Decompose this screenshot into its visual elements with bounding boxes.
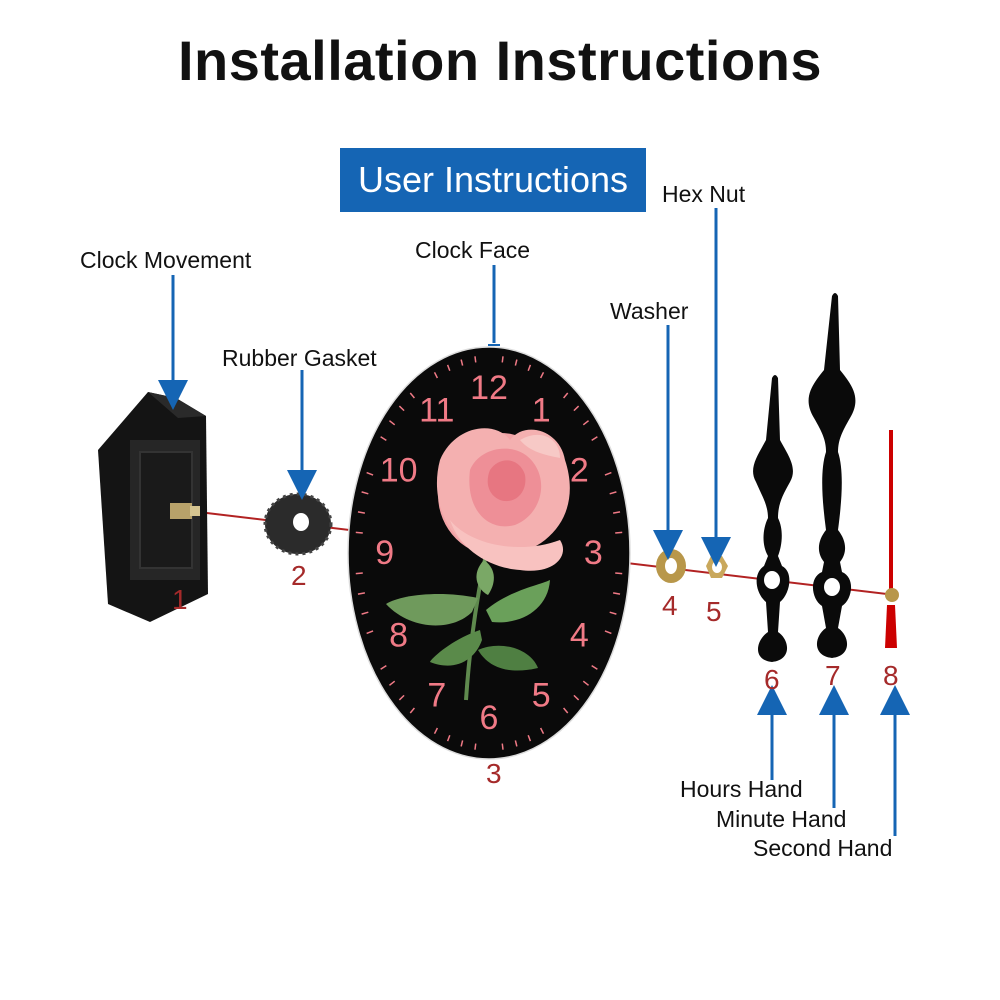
dial-tick	[366, 471, 374, 476]
dial-tick	[446, 734, 451, 742]
second-hand-label: Second Hand	[753, 835, 893, 861]
part-number-4: 4	[662, 590, 678, 621]
dial-numeral: 11	[419, 391, 454, 429]
dial-numeral: 5	[532, 677, 551, 715]
dial-tick	[609, 491, 617, 495]
hours-hand-label: Hours Hand	[680, 776, 803, 802]
dial-tick	[380, 436, 387, 442]
dial-numeral: 12	[470, 369, 508, 407]
dial-tick	[355, 531, 363, 534]
dial-tick	[539, 371, 545, 379]
dial-tick	[357, 511, 366, 514]
dial-tick	[474, 743, 477, 750]
dial-tick	[591, 664, 598, 670]
dial-tick	[514, 359, 518, 366]
clock-face-label: Clock Face	[415, 237, 531, 263]
dial-tick	[460, 740, 464, 747]
dial-tick	[609, 611, 617, 615]
dial-tick	[433, 727, 439, 735]
part-number-3: 3	[486, 758, 502, 789]
dial-tick	[474, 356, 477, 363]
dial-tick	[514, 740, 518, 747]
dial-numeral: 1	[532, 391, 551, 429]
dial-tick	[615, 531, 623, 534]
part-number-6: 6	[764, 664, 780, 695]
clock-movement-label: Clock Movement	[80, 247, 252, 273]
dial-tick	[527, 734, 532, 742]
dial-tick	[604, 471, 612, 476]
dial-tick	[380, 664, 387, 670]
dial-tick	[612, 592, 621, 595]
dial-tick	[357, 592, 366, 595]
washer-label: Washer	[610, 298, 689, 324]
dial-tick	[539, 727, 545, 735]
part-number-7: 7	[825, 660, 841, 691]
dial-numeral: 3	[584, 534, 603, 572]
minute-hand-label: Minute Hand	[716, 806, 847, 832]
dial-tick	[388, 420, 396, 426]
dial-tick	[409, 392, 415, 399]
hours-hand-part	[753, 375, 793, 662]
dial-numeral: 4	[570, 616, 589, 654]
dial-tick	[361, 491, 369, 495]
dial-tick	[433, 371, 439, 379]
dial-numeral: 2	[570, 452, 589, 490]
dial-tick	[573, 405, 580, 412]
rose-illustration	[386, 428, 570, 701]
dial-tick	[398, 405, 405, 412]
dial-tick	[573, 694, 580, 701]
dial-tick	[460, 359, 464, 366]
second-hand-part	[885, 430, 899, 648]
dial-tick	[398, 694, 405, 701]
hex-nut-label: Hex Nut	[662, 181, 746, 207]
dial-tick	[615, 572, 623, 575]
dial-numeral: 8	[389, 616, 408, 654]
rubber-gasket-part	[263, 492, 333, 556]
dial-numeral: 7	[427, 677, 446, 715]
dial-tick	[355, 572, 363, 575]
dial-tick	[446, 364, 451, 372]
part-number-8: 8	[883, 660, 899, 691]
page-title: Installation Instructions	[177, 29, 823, 92]
dial-numeral: 9	[375, 534, 394, 572]
dial-tick	[591, 436, 598, 442]
dial-tick	[388, 680, 396, 686]
dial-tick	[409, 707, 415, 714]
clock-movement-part	[98, 392, 208, 622]
rubber-gasket-label: Rubber Gasket	[222, 345, 377, 371]
part-number-1: 1	[172, 584, 188, 615]
dial-tick	[582, 680, 590, 686]
dial-tick	[501, 743, 504, 750]
dial-tick	[366, 630, 374, 635]
dial-tick	[582, 420, 590, 426]
dial-numeral: 10	[380, 452, 418, 490]
user-instructions-badge: User Instructions	[340, 148, 646, 212]
dial-tick	[612, 511, 621, 514]
dial-tick	[501, 356, 504, 363]
washer-part	[656, 549, 686, 583]
dial-numeral: 6	[480, 699, 499, 737]
dial-tick	[527, 364, 532, 372]
dial-tick	[563, 707, 569, 714]
dial-tick	[563, 392, 569, 399]
part-number-5: 5	[706, 596, 722, 627]
minute-hand-part	[808, 293, 856, 658]
dial-tick	[361, 611, 369, 615]
dial-tick-marks	[355, 356, 623, 750]
dial-tick	[604, 630, 612, 635]
part-number-2: 2	[291, 560, 307, 591]
